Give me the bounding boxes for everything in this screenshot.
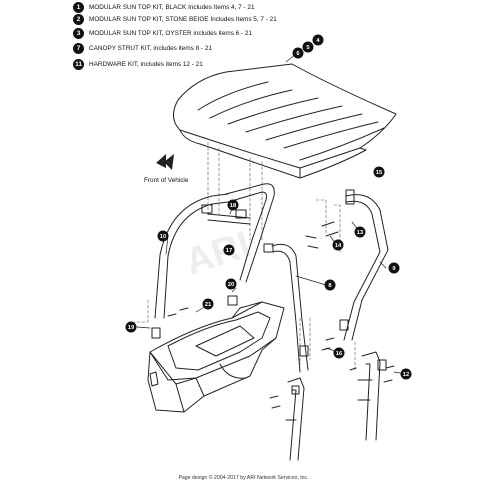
cross-brace[interactable] xyxy=(207,213,251,219)
svg-text:12: 12 xyxy=(403,372,409,378)
callout-21[interactable]: 21 xyxy=(202,298,214,310)
legend-row-kit-1[interactable]: 1 MODULAR SUN TOP KIT, BLACK Includes It… xyxy=(73,1,255,13)
front-of-vehicle-label: Front of Vehicle xyxy=(144,177,189,184)
cart-body xyxy=(147,301,285,413)
callout-5[interactable]: 5 xyxy=(302,41,314,53)
legend-row-kit-7[interactable]: 7 CANOPY STRUT KIT, includes items 8 - 2… xyxy=(73,42,212,54)
svg-text:5: 5 xyxy=(306,45,310,51)
legend-text: CANOPY STRUT KIT, includes items 8 - 21 xyxy=(89,44,212,52)
svg-text:18: 18 xyxy=(230,203,237,209)
svg-text:20: 20 xyxy=(228,282,234,288)
svg-text:6: 6 xyxy=(296,51,300,57)
svg-text:19: 19 xyxy=(128,325,135,331)
svg-text:17: 17 xyxy=(226,248,232,254)
legend-row-kit-11[interactable]: 11 HARDWARE KIT, includes items 12 - 21 xyxy=(73,58,203,70)
rear-strut-8[interactable] xyxy=(271,243,309,373)
callout-16[interactable]: 16 xyxy=(333,347,345,359)
svg-text:16: 16 xyxy=(336,351,343,357)
watermark-logo: ARI xyxy=(180,224,255,284)
legend-number: 11 xyxy=(73,58,84,70)
alignment-guides xyxy=(133,141,356,373)
svg-text:21: 21 xyxy=(205,302,212,308)
legend-number: 3 xyxy=(73,27,84,39)
front-direction-arrow xyxy=(156,154,174,170)
legend-number: 1 xyxy=(73,1,84,13)
front-strut-right[interactable] xyxy=(225,183,275,283)
callout-18[interactable]: 18 xyxy=(227,199,239,211)
legend-row-kit-3[interactable]: 3 MODULAR SUN TOP KIT, OYSTER includes i… xyxy=(73,27,252,39)
legend-text: MODULAR SUN TOP KIT, STONE BEIGE Include… xyxy=(89,15,277,23)
legend-text: HARDWARE KIT, includes items 12 - 21 xyxy=(89,60,203,68)
svg-text:10: 10 xyxy=(160,234,166,240)
callout-6[interactable]: 6 xyxy=(292,47,304,59)
roof-panel[interactable] xyxy=(173,63,397,179)
svg-text:8: 8 xyxy=(328,283,332,289)
legend-number: 2 xyxy=(73,13,84,25)
callout-9[interactable]: 9 xyxy=(388,262,400,274)
svg-text:13: 13 xyxy=(357,230,364,236)
svg-text:14: 14 xyxy=(335,243,342,249)
legend-row-kit-2[interactable]: 2 MODULAR SUN TOP KIT, STONE BEIGE Inclu… xyxy=(73,13,277,25)
callout-8[interactable]: 8 xyxy=(324,279,336,291)
legend-number: 7 xyxy=(73,42,84,54)
svg-text:15: 15 xyxy=(376,170,383,176)
svg-text:4: 4 xyxy=(316,38,320,44)
rear-strut-9[interactable] xyxy=(343,194,389,341)
callout-10[interactable]: 10 xyxy=(157,230,169,242)
copyright-footer: Page design © 2004-2017 by ARI Network S… xyxy=(178,475,309,481)
callout-20[interactable]: 20 xyxy=(225,278,237,290)
bolts[interactable] xyxy=(167,221,395,409)
hardware-brackets[interactable] xyxy=(151,189,387,395)
callout-12[interactable]: 12 xyxy=(400,368,412,380)
front-strut-left[interactable] xyxy=(154,193,229,319)
callout-17[interactable]: 17 xyxy=(223,244,235,256)
rear-lower-strut-right xyxy=(357,351,381,441)
callout-14[interactable]: 14 xyxy=(332,239,344,251)
legend-text: MODULAR SUN TOP KIT, OYSTER includes ite… xyxy=(89,29,253,37)
callout-4[interactable]: 4 xyxy=(312,34,324,46)
legend-text: MODULAR SUN TOP KIT, BLACK Includes Item… xyxy=(89,3,255,11)
callout-15[interactable]: 15 xyxy=(373,166,385,178)
callout-13[interactable]: 13 xyxy=(354,226,366,238)
svg-text:9: 9 xyxy=(392,266,396,272)
callout-19[interactable]: 19 xyxy=(125,321,137,333)
rear-lower-strut-left xyxy=(285,377,305,461)
